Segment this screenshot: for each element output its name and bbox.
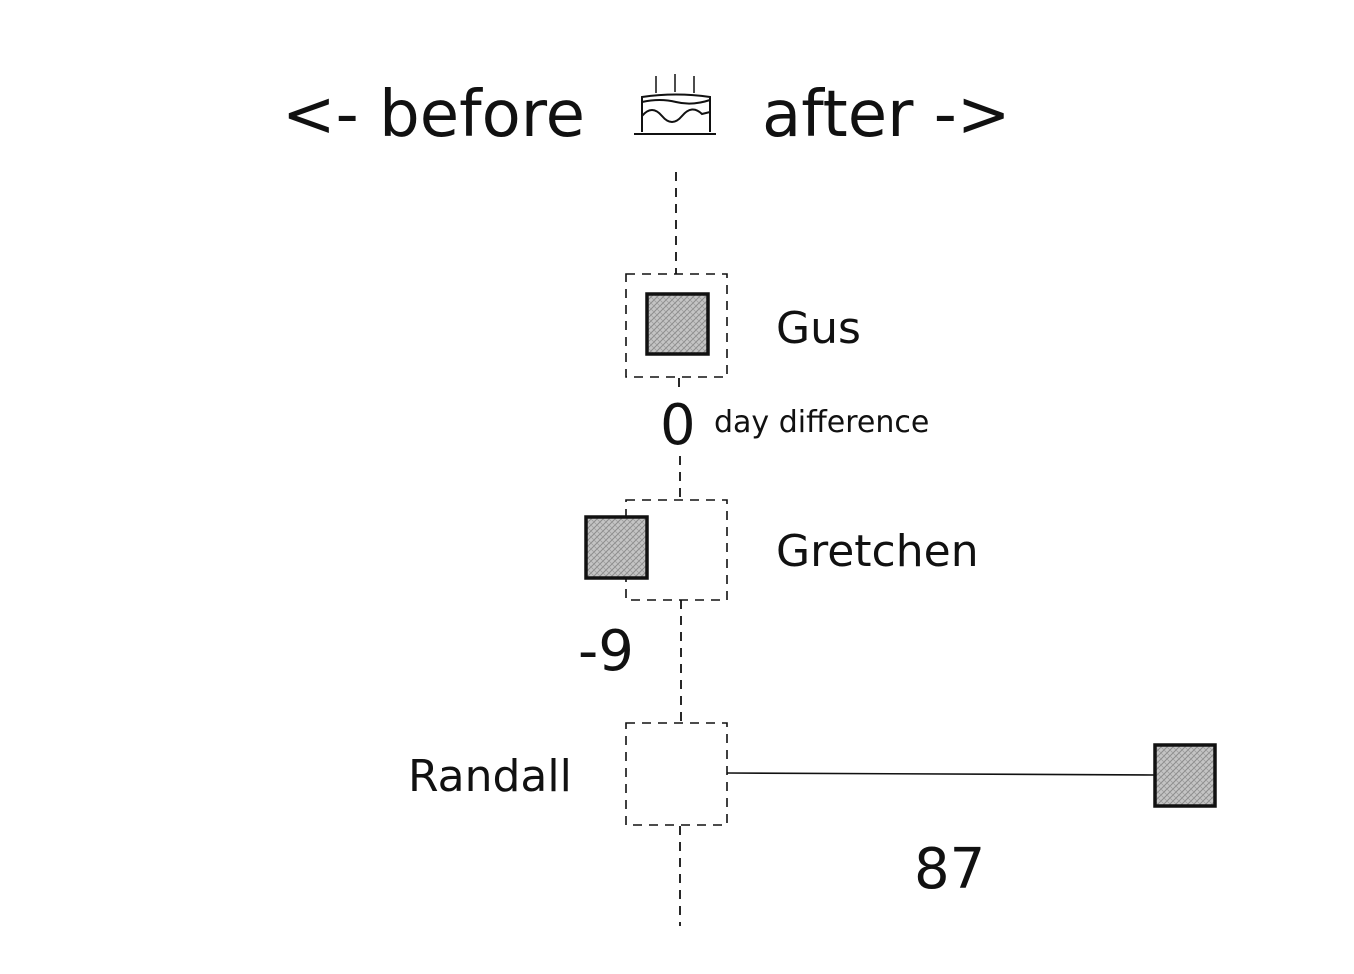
- birthday-timeline: [675, 172, 682, 926]
- gus-label: Gus: [776, 303, 861, 354]
- gus-birthday-slot: [625, 273, 728, 378]
- randall-label: Randall: [408, 751, 572, 802]
- randall-connector-line: [726, 772, 1156, 776]
- randall-difference-value: 87: [914, 837, 985, 902]
- gus-difference-value: 0: [660, 393, 696, 458]
- randall-marker: [1153, 743, 1217, 808]
- birthday-cake-icon: [634, 74, 716, 135]
- randall-birthday-slot: [625, 722, 728, 826]
- gretchen-label: Gretchen: [776, 526, 979, 577]
- difference-unit-label: day difference: [714, 405, 929, 440]
- gretchen-difference-value: -9: [578, 619, 634, 684]
- after-label: after ->: [762, 78, 1010, 152]
- before-label: <- before: [282, 78, 585, 152]
- gus-marker: [645, 292, 710, 356]
- gretchen-marker: [584, 515, 649, 580]
